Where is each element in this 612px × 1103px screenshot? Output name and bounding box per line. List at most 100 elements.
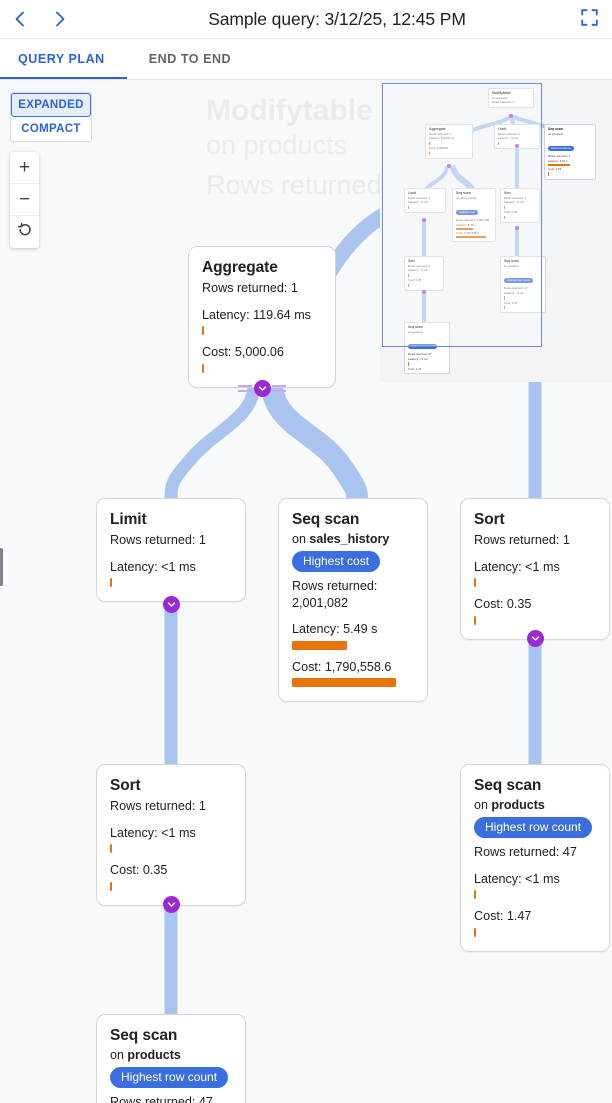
canvas-scroll-handle[interactable] [0,548,3,586]
cost-bar [110,881,112,891]
minimap-node-latency: Latency: <1 ms [498,136,518,141]
node-latency: Latency: <1 ms [110,559,196,574]
node-cost: Cost: 1,790,558.6 [292,659,392,674]
plan-node-seqscan-products-bottom[interactable]: Seq scan on products Highest row count R… [96,1014,246,1103]
fullscreen-button[interactable] [574,5,604,35]
page-title: Sample query: 3/12/25, 12:45 PM [208,8,466,29]
reset-zoom-button[interactable] [10,216,39,248]
spacer [110,551,232,559]
minimap-node-cost: Cost: 1.53 [548,167,562,172]
cost-bar [474,615,476,625]
node-title: Sort [474,511,505,528]
node-relation-name: sales_history [309,532,390,546]
minimap-node[interactable]: Modifytable on products Rows returned: 1 [488,88,534,108]
minimap-node-cost: Cost: 1.47 [408,366,422,371]
minimap-node-title: Seq scan [408,325,423,329]
collapse-toggle-sort-left[interactable] [163,896,180,913]
plan-node-aggregate[interactable]: Aggregate Rows returned: 1 Latency: 119.… [188,246,336,388]
spacer [292,613,414,621]
node-relation: on products [110,1048,232,1062]
tab-bar: QUERY PLAN END TO END [0,39,612,80]
node-rows-returned: Rows returned: 47 [110,1095,213,1103]
chevron-down-icon [530,633,541,644]
node-cost: Cost: 1.47 [474,909,532,924]
mode-compact-button[interactable]: COMPACT [11,117,91,141]
latency-bar [292,640,347,650]
minimap-node-latency: Latency: 5.61 s [548,158,568,163]
node-title: Seq scan [474,777,542,794]
spacer [202,336,322,344]
mode-expanded-button[interactable]: EXPANDED [11,93,91,117]
minimap-latency-tick [429,141,430,146]
minimap-node-title: Modifytable [492,91,511,95]
minimap-toggle-dot[interactable] [447,164,451,168]
node-latency: Latency: 5.49 s [292,622,378,637]
minimap-node-rows: Rows returned: 1 [492,100,515,105]
watermark-line-1: Modifytable [206,94,373,127]
latency-bar [474,890,476,900]
minimap-node-rows: Rows returned: 1 [498,131,521,136]
node-title: Sort [110,777,141,794]
minimap-latency-tick [408,362,409,366]
collapse-toggle-limit[interactable] [163,596,180,613]
node-relation-name: products [491,798,545,812]
collapse-toggle-sort-right[interactable] [527,630,544,647]
node-latency: Latency: <1 ms [474,559,560,574]
tab-end-to-end[interactable]: END TO END [148,52,232,66]
minimap-node-title: Limit [498,127,507,131]
latency-bar [110,844,112,854]
node-latency: Latency: <1 ms [110,825,196,840]
zoom-out-button[interactable]: − [10,184,39,216]
minimap-cost-tick [548,172,549,176]
status-badge-highest-cost[interactable]: Highest cost [292,551,381,572]
tab-query-plan[interactable]: QUERY PLAN [0,39,127,79]
node-latency: Latency: 119.64 ms [202,307,311,322]
node-cost: Cost: 0.35 [110,863,168,878]
minimap-node-relation: on products [548,131,564,136]
minimap-toggle-dot[interactable] [509,114,513,118]
minimap-node[interactable]: Aggregate Rows returned: 1 Latency: 119.… [425,124,473,160]
plan-node-seqscan-products-right[interactable]: Seq scan on products Highest row count R… [460,764,610,952]
chevron-down-icon [166,599,177,610]
zoom-in-button[interactable]: + [10,152,39,184]
node-relation: on sales_history [292,532,414,546]
node-rows-returned: Rows returned: 2,001,082 [292,579,378,610]
latency-bar [474,578,476,588]
node-rows-returned: Rows returned: 1 [202,281,298,295]
minimap-status-badge[interactable]: Highest latency [548,145,574,151]
node-cost: Cost: 0.35 [474,597,532,612]
cost-bar [474,927,476,937]
zoom-controls: + − [10,152,39,248]
plan-node-limit[interactable]: Limit Rows returned: 1 Latency: <1 ms [96,498,246,603]
chevron-left-icon [10,9,30,29]
latency-bar [110,578,112,588]
minimap-node-rows: Rows returned: 1 [429,131,452,136]
node-title: Limit [110,511,147,528]
minimap-node-title: Aggregate [429,127,446,131]
plan-canvas[interactable]: Modifytable on products Rows returned: 1… [0,80,612,1103]
minimap-node-cost: Cost: 5,000.06 [429,146,448,151]
minimap-node-relation: on products [408,329,424,334]
minimap-node-latency: Latency: <1 ms [408,356,428,361]
node-relation: on products [474,798,596,812]
node-relation-prefix: on [474,798,492,812]
minimap-node[interactable]: Seq scan on products Highest latency Row… [544,124,596,180]
status-badge-highest-row-count[interactable]: Highest row count [474,817,593,838]
minimap-toggle-dot[interactable] [515,144,519,148]
back-button[interactable] [0,0,40,39]
node-relation-name: products [127,1048,181,1062]
plan-node-seqscan-sales-history[interactable]: Seq scan on sales_history Highest cost R… [278,498,428,703]
chevron-down-icon [257,383,268,394]
plan-node-sort-left[interactable]: Sort Rows returned: 1 Latency: <1 ms Cos… [96,764,246,906]
spacer [110,854,232,862]
collapse-toggle-aggregate[interactable] [254,380,271,397]
status-badge-highest-row-count[interactable]: Highest row count [110,1067,229,1088]
node-title: Aggregate [202,259,278,276]
node-relation-prefix: on [292,532,310,546]
plan-node-sort-right[interactable]: Sort Rows returned: 1 Latency: <1 ms Cos… [460,498,610,640]
minimap[interactable]: Modifytable on products Rows returned: 1… [380,80,612,382]
minimap-viewport-rect[interactable] [382,83,542,347]
spacer [474,863,596,871]
display-mode-group: EXPANDED COMPACT [10,92,92,142]
forward-button[interactable] [40,0,80,39]
